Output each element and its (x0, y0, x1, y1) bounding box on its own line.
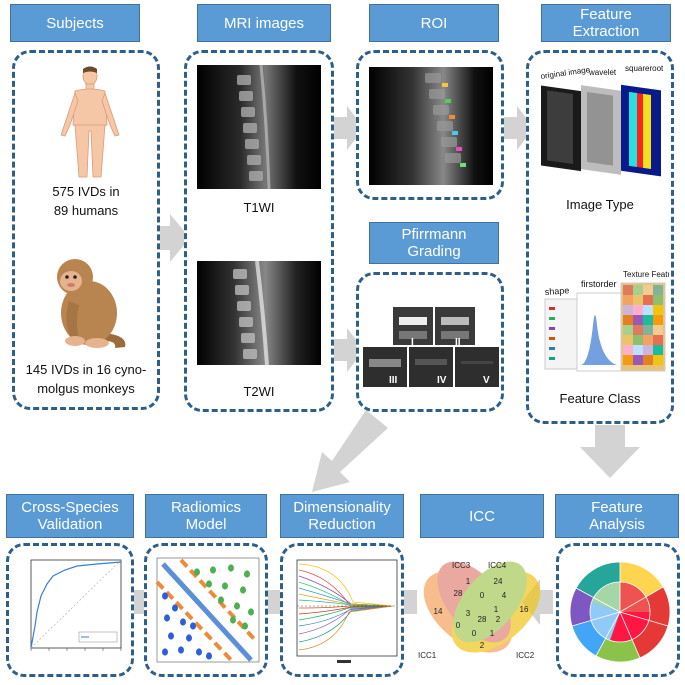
feature-extraction-title-2: Extraction (572, 23, 640, 40)
feature-sunburst-chart (569, 561, 671, 663)
human-count-line1: 575 IVDs in (52, 184, 120, 199)
feature-analysis-title-1: Feature (591, 499, 643, 516)
venn-label-icc4: ICC4 (488, 561, 507, 570)
pfirrmann-grade-3: III (389, 375, 398, 386)
pfirrmann-header: Pfirrmann Grading (369, 222, 499, 264)
tag-texture: Texture Features (623, 270, 669, 279)
feature-class-label: Feature Class (559, 391, 641, 406)
arrow-pfirrmann-dimred (312, 410, 388, 492)
radiomics-title-1: Radiomics (170, 499, 242, 516)
venn-region-6: 4 (502, 591, 507, 600)
roi-panel (356, 50, 504, 200)
venn-region-14: 0 (472, 629, 477, 638)
radiomics-panel (144, 543, 268, 677)
mri-panel: T1WI T2WI (184, 50, 334, 412)
venn-region-4: 16 (520, 605, 529, 614)
venn-region-8: 2 (496, 615, 501, 624)
human-figure-icon (60, 66, 120, 178)
pfirrmann-grade-images (363, 307, 499, 387)
subjects-header: Subjects (10, 4, 140, 42)
validation-panel (6, 543, 134, 677)
subjects-panel: 575 IVDs in 89 humans 145 IVDs in 16 cyn… (12, 50, 160, 410)
human-count-line2: 89 humans (53, 203, 119, 218)
venn-region-5: 28 (454, 589, 463, 598)
tag-original-image: original image (540, 65, 591, 81)
venn-region-7: 0 (480, 591, 485, 600)
tag-firstorder: firstorder (581, 279, 617, 289)
venn-region-13: 2 (480, 641, 485, 650)
feature-extraction-title-1: Feature (580, 6, 632, 23)
validation-title-2: Validation (37, 516, 103, 533)
venn-region-3: 14 (434, 607, 443, 616)
feature-extraction-header: Feature Extraction (541, 4, 671, 42)
icc-header: ICC (420, 494, 544, 538)
feature-class-illustration: shape firstorder Texture Features (544, 270, 669, 372)
roi-header: ROI (369, 4, 499, 42)
arrow-roi-features (504, 106, 534, 150)
monkey-count-line1: 145 IVDs in 16 cyno- (25, 362, 147, 377)
dimred-title-1: Dimensionality (293, 499, 391, 516)
mri-header: MRI images (197, 4, 331, 42)
arrow-mri-pfirrmann (334, 328, 364, 372)
lasso-path-plot (296, 559, 398, 663)
venn-label-icc1: ICC1 (418, 651, 437, 660)
t2-label: T2WI (243, 384, 275, 399)
radiomics-header: Radiomics Model (145, 494, 267, 538)
venn-region-11: 1 (494, 605, 499, 614)
t2-mri-image (197, 261, 321, 365)
venn-region-12: 0 (456, 621, 461, 630)
tag-shape: shape (544, 285, 569, 297)
tag-wavelet: wavelet (588, 68, 617, 77)
monkey-icon (57, 259, 126, 348)
feature-analysis-title-2: Analysis (589, 516, 645, 533)
venn-region-1: 1 (466, 577, 471, 586)
icc-venn-diagram: ICC3 ICC4 ICC1 ICC2 1 24 14 16 28 4 0 2 … (418, 561, 541, 660)
pfirrmann-grade-2: II (455, 337, 461, 348)
svm-classifier-plot (155, 557, 260, 664)
pfirrmann-grade-5: V (483, 375, 490, 386)
feature-extraction-panel: original image wavelet squareroot Image … (526, 50, 674, 424)
roi-mri-image (369, 67, 493, 185)
dimred-panel (280, 543, 404, 677)
venn-region-9: 3 (466, 609, 471, 618)
arrow-mri-roi (334, 106, 364, 150)
venn-region-2: 24 (494, 577, 503, 586)
arrow-features-analysis (580, 425, 640, 478)
venn-region-15: 1 (490, 629, 495, 638)
venn-label-icc3: ICC3 (452, 561, 471, 570)
t1-mri-image (197, 65, 321, 189)
feature-analysis-panel (556, 543, 680, 677)
t1-label: T1WI (243, 200, 275, 215)
roc-curve-plot (30, 559, 122, 651)
validation-header: Cross-Species Validation (6, 494, 134, 538)
feature-analysis-header: Feature Analysis (555, 494, 679, 538)
venn-label-icc2: ICC2 (516, 651, 535, 660)
dimred-header: Dimensionality Reduction (280, 494, 404, 538)
dimred-title-2: Reduction (308, 516, 376, 533)
pfirrmann-grade-4: IV (437, 375, 447, 386)
tag-squareroot: squareroot (625, 65, 664, 73)
image-type-illustration: original image wavelet squareroot (540, 65, 664, 177)
venn-region-10: 28 (478, 615, 487, 624)
pfirrmann-title-2: Grading (407, 243, 461, 260)
image-type-label: Image Type (566, 197, 634, 212)
validation-title-1: Cross-Species (21, 499, 119, 516)
radiomics-title-2: Model (185, 516, 227, 533)
monkey-count-line2: molgus monkeys (37, 381, 135, 396)
pfirrmann-title-1: Pfirrmann (401, 226, 467, 243)
pfirrmann-grade-1: I (411, 337, 414, 348)
arrow-subjects-mri (152, 214, 190, 262)
